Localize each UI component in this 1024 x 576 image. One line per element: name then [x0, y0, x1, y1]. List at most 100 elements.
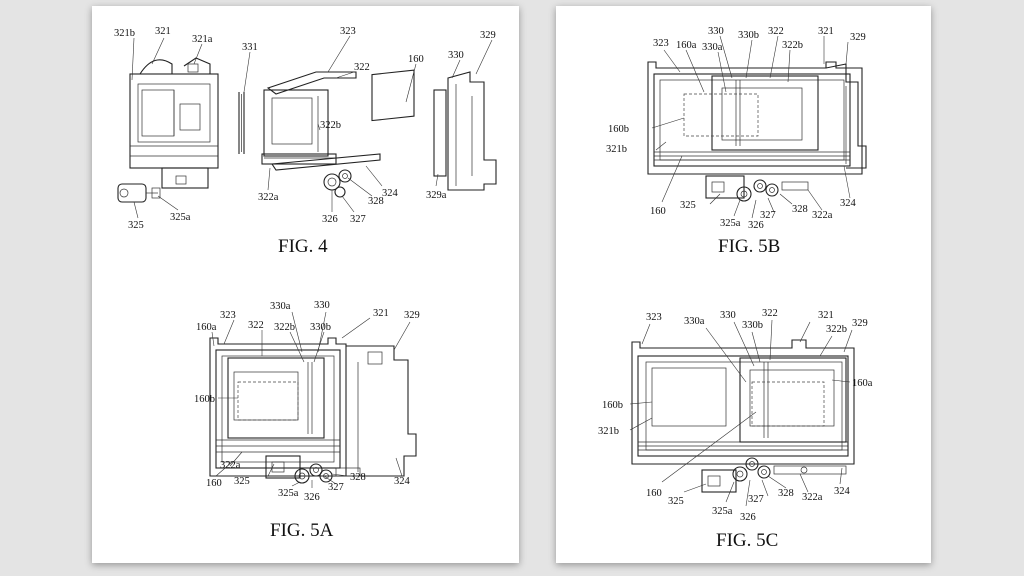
right-sheet-drawing: 330 330b 322 321 323 160a 330a 322b 329 … — [598, 26, 873, 551]
fig5a-frame-329 — [346, 345, 417, 477]
fig4-slider-322 — [261, 71, 381, 171]
fig5a-label-160: 160 — [206, 478, 222, 489]
patent-sheet-right: 330 330b 322 321 323 160a 330a 322b 329 … — [556, 6, 931, 563]
fig5c-label-328: 328 — [778, 488, 794, 499]
fig5c-label-324: 324 — [834, 486, 851, 497]
fig5b-label-326: 326 — [748, 220, 764, 231]
fig4-gears-326-328 — [323, 169, 352, 198]
fig5a-leader-lines — [211, 311, 411, 488]
fig5c-label-160: 160 — [646, 488, 662, 499]
fig5c-label-160a: 160a — [852, 378, 873, 389]
fig5a-sensor-160 — [237, 381, 299, 421]
fig4-label-325: 325 — [128, 220, 144, 231]
fig5b-label-329: 329 — [850, 32, 866, 43]
fig5b-label-330: 330 — [708, 26, 724, 37]
fig5c-label-322a: 322a — [802, 492, 823, 503]
fig4-motor-325 — [117, 183, 161, 203]
fig4-label-324: 324 — [382, 188, 399, 199]
fig4-label-328: 328 — [368, 196, 384, 207]
fig5b-leader-lines — [651, 35, 851, 219]
fig4-label-330: 330 — [448, 50, 464, 61]
fig5a-label-330b: 330b — [310, 322, 331, 333]
fig5a-label-323: 323 — [220, 310, 236, 321]
fig5c-caption: FIG. 5C — [716, 530, 778, 551]
fig5a-label-329: 329 — [404, 310, 420, 321]
fig5a-holder-frame — [209, 337, 347, 477]
fig5a-label-321: 321 — [373, 308, 389, 319]
fig4-label-331: 331 — [242, 42, 258, 53]
fig5b-gear-train — [705, 175, 809, 202]
fig5c-label-326: 326 — [740, 512, 756, 523]
left-sheet-drawing: 321b 321 321a 331 323 322 160 330 329 32… — [114, 26, 497, 541]
fig4-label-321: 321 — [155, 26, 171, 37]
patent-sheet-left: 321b 321 321a 331 323 322 160 330 329 32… — [92, 6, 519, 563]
fig5b-sensor-160 — [683, 93, 759, 137]
fig5a-label-325a: 325a — [278, 488, 299, 499]
fig5c-label-322: 322 — [762, 308, 778, 319]
fig5b-holder-frame — [647, 61, 863, 175]
fig5a-label-324: 324 — [394, 476, 411, 487]
fig5a-label-325: 325 — [234, 476, 250, 487]
fig5a-label-322a: 322a — [220, 460, 241, 471]
fig5c-label-330a: 330a — [684, 316, 705, 327]
fig4-label-323: 323 — [340, 26, 356, 37]
fig5c-label-330b: 330b — [742, 320, 763, 331]
fig5b-frame-329 — [825, 63, 867, 169]
fig5c-label-330: 330 — [720, 310, 736, 321]
fig5a-slider-322 — [227, 357, 325, 439]
fig5b-label-324: 324 — [840, 198, 857, 209]
fig5b-label-325: 325 — [680, 200, 696, 211]
fig5b-label-322b: 322b — [782, 40, 803, 51]
fig5a-label-322: 322 — [248, 320, 264, 331]
fig4-label-326: 326 — [322, 214, 338, 225]
fig5c-label-323: 323 — [646, 312, 662, 323]
fig5a-gear-train — [265, 455, 361, 484]
fig5b-slider-322 — [711, 75, 819, 151]
fig5b-label-323: 323 — [653, 38, 669, 49]
fig5b-label-321: 321 — [818, 26, 834, 37]
fig5c-holder-frame — [631, 339, 855, 465]
fig5c-drawing: 323 330a 330 322 321 330b 322b 329 160a … — [598, 308, 873, 551]
fig4-sensor-160 — [371, 69, 415, 122]
fig4-label-322a: 322a — [258, 192, 279, 203]
fig5c-sensor-160 — [751, 381, 825, 427]
fig5c-label-321: 321 — [818, 310, 834, 321]
fig4-label-327: 327 — [350, 214, 366, 225]
fig5b-label-160b: 160b — [608, 124, 629, 135]
fig5c-label-325a: 325a — [712, 506, 733, 517]
fig5a-caption: FIG. 5A — [270, 520, 334, 541]
fig4-frame-329 — [433, 71, 497, 191]
fig4-label-329: 329 — [480, 30, 496, 41]
fig5c-label-321b: 321b — [598, 426, 619, 437]
fig5b-label-160: 160 — [650, 206, 666, 217]
fig5c-label-322b: 322b — [826, 324, 847, 335]
fig5b-label-322: 322 — [768, 26, 784, 37]
fig5c-label-160b: 160b — [602, 400, 623, 411]
fig5a-label-330: 330 — [314, 300, 330, 311]
fig5a-label-328: 328 — [350, 472, 366, 483]
fig4-label-160: 160 — [408, 54, 424, 65]
fig5b-label-160a: 160a — [676, 40, 697, 51]
fig5a-label-327: 327 — [328, 482, 344, 493]
fig5c-leader-lines — [629, 319, 853, 507]
fig5b-label-321b: 321b — [606, 144, 627, 155]
fig5a-label-160a: 160a — [196, 322, 217, 333]
fig5b-label-330b: 330b — [738, 30, 759, 41]
fig5c-gear-train — [701, 457, 847, 493]
fig4-drawing: 321b 321 321a 331 323 322 160 330 329 32… — [114, 26, 497, 257]
fig5b-caption: FIG. 5B — [718, 236, 780, 257]
fig5c-label-327: 327 — [748, 494, 764, 505]
fig5b-label-325a: 325a — [720, 218, 741, 229]
fig5c-label-329: 329 — [852, 318, 868, 329]
fig4-holder-321 — [129, 57, 219, 189]
fig5a-label-322b: 322b — [274, 322, 295, 333]
fig5a-drawing: 330a 330 321 329 323 322 322b 330b 160a … — [194, 300, 420, 541]
fig5a-label-330a: 330a — [270, 301, 291, 312]
fig4-spring-331 — [238, 92, 245, 154]
fig4-label-322b: 322b — [320, 120, 341, 131]
fig5a-label-160b: 160b — [194, 394, 215, 405]
fig4-label-322: 322 — [354, 62, 370, 73]
fig5a-label-326: 326 — [304, 492, 320, 503]
fig5b-label-330a: 330a — [702, 42, 723, 53]
